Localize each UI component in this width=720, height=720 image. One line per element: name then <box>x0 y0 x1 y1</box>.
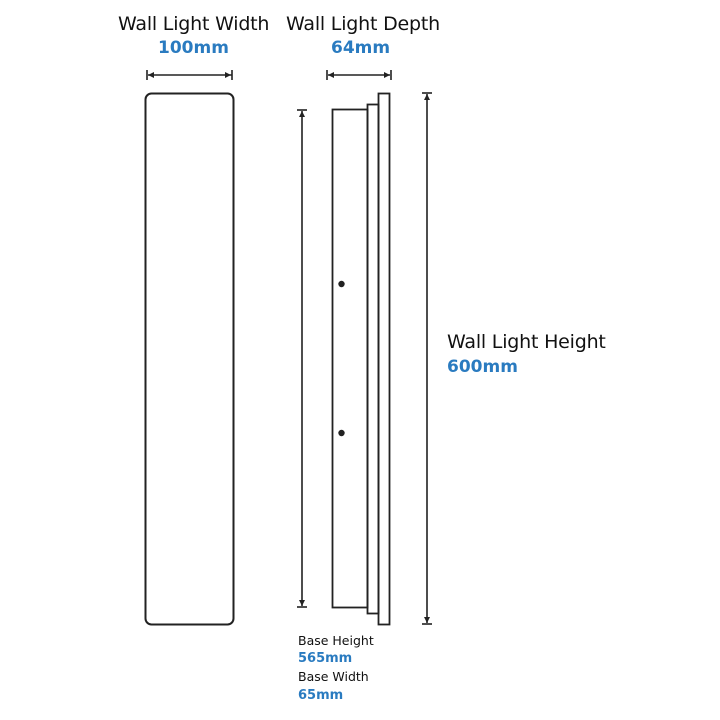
width-dimension-arrow <box>146 70 233 80</box>
depth-value: 64mm <box>331 38 391 58</box>
mounting-screw-icon <box>338 280 345 437</box>
height-dimension-arrow <box>422 92 432 625</box>
depth-dimension-arrow <box>326 70 392 80</box>
base-width-value: 65mm <box>298 688 344 703</box>
width-title: Wall Light Width <box>118 13 270 35</box>
depth-title: Wall Light Depth <box>286 13 440 35</box>
height-value: 600mm <box>447 357 518 377</box>
side-view-outline <box>331 92 391 626</box>
width-value: 100mm <box>158 38 229 58</box>
height-title: Wall Light Height <box>447 331 606 353</box>
base-height-dimension-arrow <box>297 109 307 608</box>
base-height-title: Base Height <box>298 633 374 648</box>
front-view-outline <box>144 92 235 626</box>
base-height-value: 565mm <box>298 651 353 666</box>
base-width-title: Base Width <box>298 669 369 684</box>
